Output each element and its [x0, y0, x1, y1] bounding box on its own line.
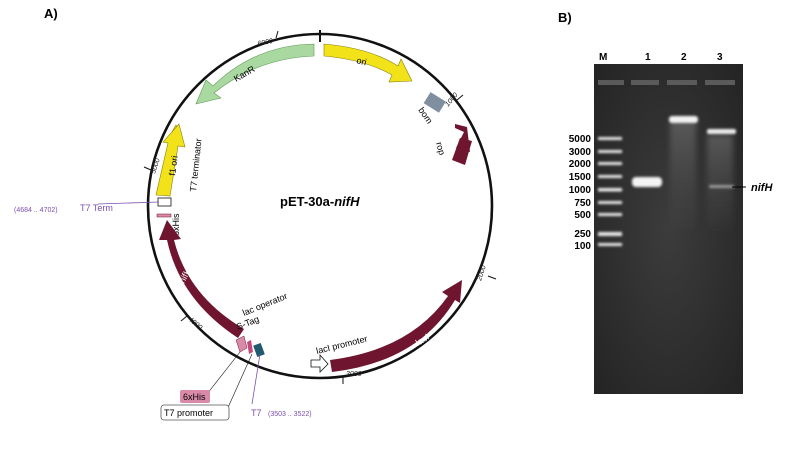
- ladder-label-250: 250: [574, 229, 591, 240]
- lac-operator-feature: [253, 342, 265, 358]
- lane-3-band-nifh: [709, 185, 734, 188]
- tick-2000: 2000: [476, 265, 488, 283]
- ladder-band-3000: [598, 150, 622, 153]
- ori-label: ori: [356, 55, 368, 67]
- ladder-bands: [598, 137, 622, 246]
- nifh-band-label: nifH: [751, 182, 773, 194]
- t7-term-callout-range: (4684 .. 4702): [14, 207, 58, 214]
- f1-ori-body: [155, 123, 186, 197]
- his-tag-n-feature: [235, 335, 248, 353]
- lacI-promoter-feature: [310, 353, 329, 373]
- ladder-label-3000: 3000: [569, 147, 592, 158]
- tick-3000: 3000: [346, 371, 362, 378]
- kanr-feature: [195, 43, 315, 105]
- f1-ori-label: f1 ori: [167, 155, 180, 176]
- panel-b: B) M 1 2 3: [558, 10, 773, 394]
- t7-promoter-callout-line: [225, 353, 253, 413]
- his-callout-line: [206, 351, 241, 395]
- ladder-label-2000: 2000: [569, 159, 592, 170]
- plasmid-title: pET-30a-nifH: [280, 194, 360, 209]
- ladder-band-500: [598, 213, 622, 216]
- bom-feature: [423, 92, 446, 113]
- t7-callout-label: T7: [251, 408, 262, 418]
- ladder-band-1000: [598, 188, 622, 192]
- ladder-band-250: [598, 232, 622, 236]
- panel-b-label: B): [558, 10, 572, 25]
- lane-label-3: 3: [717, 52, 723, 63]
- his-tag-c-label: 6xHis: [171, 213, 181, 236]
- t7-term-callout-line: [97, 201, 160, 205]
- his-callout-label: 6xHis: [183, 392, 206, 402]
- t7-terminator-feature: [157, 197, 172, 207]
- t7-promoter-callout-box: [160, 404, 230, 421]
- tick-5000: 5000: [150, 158, 162, 175]
- lane-2-smear: [670, 120, 696, 230]
- lane-1-band: [632, 177, 662, 187]
- s-tag-feature: [247, 340, 253, 354]
- t7-term-callout: T7 Term: [80, 203, 113, 213]
- panel-a-label: A): [44, 6, 58, 21]
- lane-label-1: 1: [645, 52, 651, 63]
- bom-label: bom: [416, 105, 434, 125]
- ladder-band-100: [598, 243, 622, 246]
- ladder-label-500: 500: [574, 210, 591, 221]
- rop-label: rop: [434, 141, 447, 156]
- ladder-label-100: 100: [574, 241, 591, 252]
- ladder-band-1500: [598, 175, 622, 178]
- his-tag-c-feature: [156, 213, 172, 218]
- rop-arrow: [452, 138, 472, 165]
- ladder-band-2000: [598, 162, 622, 165]
- lacI-feature: [330, 280, 462, 372]
- ladder-band-5000: [598, 137, 622, 140]
- panel-a: A) 1000 2000 3000 4000 5000 6000 ori bom: [14, 6, 497, 421]
- his-callout-box: [180, 390, 210, 403]
- ladder-label-5000: 5000: [569, 134, 592, 145]
- ladder-label-1000: 1000: [569, 185, 592, 196]
- ori-feature: [323, 43, 413, 83]
- lacI-promoter-label: lacI promoter: [315, 334, 368, 356]
- lac-operator-label: lac operator: [241, 291, 289, 318]
- lane-label-2: 2: [681, 52, 687, 63]
- lane-label-m: M: [599, 52, 607, 63]
- t7-terminator-label: T7 terminator: [188, 138, 204, 192]
- lane-3-smear: [707, 135, 733, 230]
- ladder-labels: 5000 3000 2000 1500 1000 750 500 250 100: [569, 134, 592, 252]
- t7-callout-range: (3503 .. 3522): [268, 411, 312, 418]
- ladder-label-750: 750: [574, 198, 591, 209]
- tick-6000: 6000: [257, 38, 274, 48]
- nifh-feature: [159, 220, 244, 338]
- gel-wells: [598, 80, 735, 85]
- t7-callout-line: [251, 353, 261, 405]
- ladder-band-750: [598, 201, 622, 204]
- lane-2-band: [669, 116, 698, 123]
- t7-promoter-callout-label: T7 promoter: [164, 408, 213, 418]
- lane-3-band-upper: [707, 129, 736, 134]
- s-tag-label: S-Tag: [235, 314, 261, 332]
- ladder-label-1500: 1500: [569, 172, 592, 183]
